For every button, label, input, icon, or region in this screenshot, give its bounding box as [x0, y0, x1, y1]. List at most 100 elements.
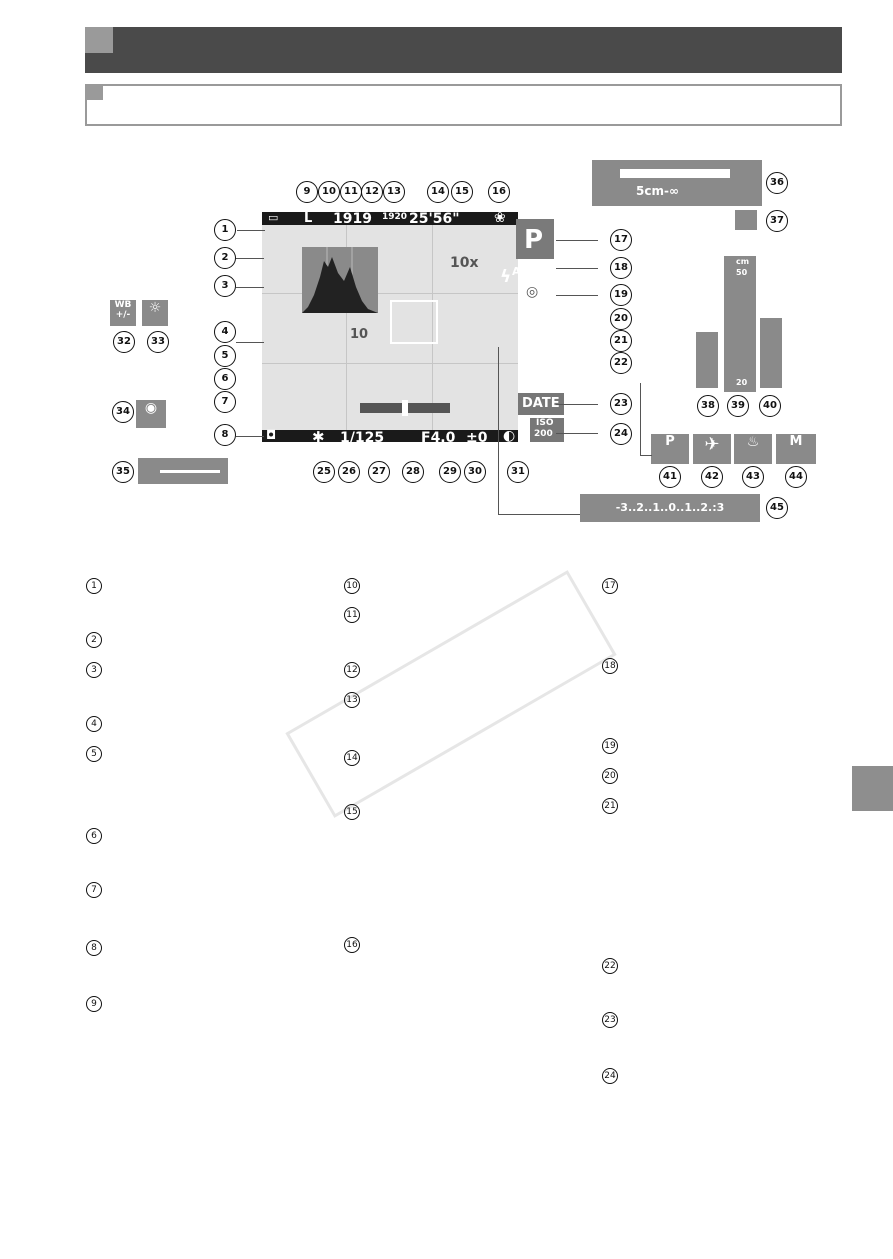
callout-39: 39 — [727, 395, 749, 417]
legend-number: 17 — [602, 578, 618, 594]
legend-number: 6 — [86, 828, 102, 844]
leader-line — [236, 287, 264, 288]
iso-label: ISO — [536, 418, 554, 428]
copy-watermark — [285, 570, 617, 818]
callout-15: 15 — [451, 181, 473, 203]
callout-5: 5 — [214, 345, 236, 367]
callout-24: 24 — [610, 423, 632, 445]
mf-bottom: 20 — [736, 378, 748, 387]
electronic-level — [360, 400, 450, 416]
legend-number: 4 — [86, 716, 102, 732]
flash-comp-icon: ϟ — [526, 332, 535, 347]
callout-40: 40 — [759, 395, 781, 417]
grid-line — [262, 363, 518, 364]
callout-37: 37 — [766, 210, 788, 232]
iso-box: ISO 200 — [530, 418, 564, 442]
brightness-track — [160, 470, 220, 473]
callout-38: 38 — [697, 395, 719, 417]
legend-number: 20 — [602, 768, 618, 784]
histogram — [302, 247, 378, 313]
focus-range-track — [620, 169, 730, 178]
callout-9: 9 — [296, 181, 318, 203]
leader-line — [236, 342, 264, 343]
callout-12: 12 — [361, 181, 383, 203]
aperture-value: F4.0 — [421, 430, 456, 446]
leader-line — [556, 268, 598, 269]
shots-remaining: 1919 — [333, 211, 372, 227]
legend-number: 12 — [344, 662, 360, 678]
ev-scale: -3..2..1..0..1..2.:3 — [615, 501, 725, 514]
shooting-mode: P — [524, 225, 544, 255]
i-contrast-icon: ◐ — [503, 428, 516, 444]
callout-18: 18 — [610, 257, 632, 279]
grid-line — [432, 225, 433, 430]
callout-27: 27 — [368, 461, 390, 483]
legend-number: 13 — [344, 692, 360, 708]
wind-filter-icon: ♨ — [734, 434, 772, 464]
callout-32: 32 — [113, 331, 135, 353]
callout-35: 35 — [112, 461, 134, 483]
callout-31: 31 — [507, 461, 529, 483]
callout-2: 2 — [214, 247, 236, 269]
callout-43: 43 — [742, 466, 764, 488]
lcd-screen: 10x 10 ϟ A — [262, 212, 521, 442]
shutter-speed: 1/125 — [340, 430, 385, 446]
callout-16: 16 — [488, 181, 510, 203]
legend-number: 14 — [344, 750, 360, 766]
camera-orientation-icon: ◉ — [136, 400, 166, 428]
macro-icon: ❀ — [494, 210, 506, 226]
face-icon — [735, 210, 757, 230]
is-mode-icon: P — [651, 434, 689, 464]
side-thumb-tab — [852, 766, 893, 811]
legend-number: 3 — [86, 662, 102, 678]
wb-icon: WB+/- — [110, 300, 136, 326]
leader-line — [556, 295, 598, 296]
callout-6: 6 — [214, 368, 236, 390]
legend-number: 23 — [602, 1012, 618, 1028]
legend-number: 8 — [86, 940, 102, 956]
callout-13: 13 — [383, 181, 405, 203]
leader-line — [556, 433, 598, 434]
focus-range-bar: 5cm-∞ — [592, 160, 762, 206]
callout-41: 41 — [659, 466, 681, 488]
callout-3: 3 — [214, 275, 236, 297]
leader-line — [640, 455, 652, 456]
leader-line — [556, 240, 598, 241]
legend-number: 9 — [86, 996, 102, 1012]
leader-line — [236, 258, 264, 259]
callout-21: 21 — [610, 330, 632, 352]
leader-line — [640, 383, 641, 455]
callout-30: 30 — [464, 461, 486, 483]
resolution-value: L — [304, 211, 313, 226]
legend-number: 5 — [86, 746, 102, 762]
level-indicator — [402, 400, 408, 416]
callout-34: 34 — [112, 401, 134, 423]
mf-indicator — [696, 332, 718, 388]
airplane-icon: ✈ — [693, 434, 731, 464]
af-frame — [390, 300, 438, 344]
legend-number: 15 — [344, 804, 360, 820]
ae-lock-icon: ✱ — [312, 428, 325, 446]
callout-33: 33 — [147, 331, 169, 353]
leader-line — [236, 436, 264, 437]
iso-value: 200 — [534, 429, 553, 439]
callout-44: 44 — [785, 466, 807, 488]
callout-42: 42 — [701, 466, 723, 488]
callout-7: 7 — [214, 391, 236, 413]
callout-11: 11 — [340, 181, 362, 203]
leader-line — [498, 347, 499, 515]
legend-number: 10 — [344, 578, 360, 594]
legend-number: 2 — [86, 632, 102, 648]
callout-29: 29 — [439, 461, 461, 483]
callout-23: 23 — [610, 393, 632, 415]
callout-45: 45 — [766, 497, 788, 519]
callout-1: 1 — [214, 219, 236, 241]
zoom-factor: 10x — [450, 255, 479, 271]
movie-quality: 1920 — [382, 212, 408, 222]
shooting-mode-box: P — [516, 219, 554, 259]
date-stamp: DATE — [522, 396, 560, 411]
callout-19: 19 — [610, 284, 632, 306]
mf-top: 50 — [736, 268, 748, 277]
chapter-header-bar — [85, 27, 842, 73]
callout-20: 20 — [610, 308, 632, 330]
